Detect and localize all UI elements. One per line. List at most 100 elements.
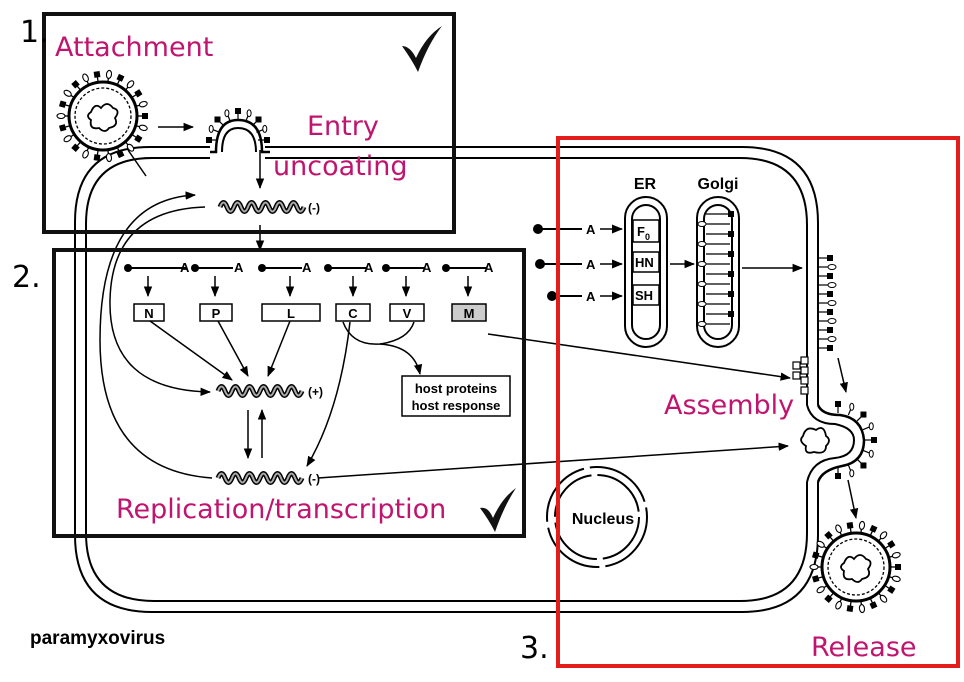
spike-head: [71, 80, 80, 89]
spike-head: [138, 124, 148, 132]
bud-spike-head: [860, 462, 867, 469]
entry-spike-head: [262, 124, 268, 133]
spike-head: [858, 520, 866, 530]
host-proteins-box: host proteins host response: [401, 375, 511, 417]
nucleus-label: Nucleus: [572, 511, 634, 528]
gene-box-l: [261, 303, 321, 322]
bud-spike-head: [835, 473, 841, 479]
golgi-label: Golgi: [698, 176, 739, 193]
membrane-spike-head: [827, 255, 833, 261]
step2-box: [52, 248, 526, 538]
membrane-spike-head: [827, 345, 833, 351]
entry-spike-head: [206, 137, 212, 143]
spike-head: [887, 540, 896, 549]
er-site-label: A: [586, 289, 596, 304]
entry-spike-head: [235, 108, 241, 114]
genome-site-dot: [442, 264, 450, 272]
gene-box-n: [133, 303, 165, 322]
spike-head: [93, 154, 101, 161]
spike-head: [824, 531, 833, 540]
nucleocapsid: [840, 554, 872, 583]
spike-head: [138, 100, 148, 108]
envelope: [820, 531, 892, 603]
golgi-spike-head: [728, 291, 734, 297]
spike-head: [811, 551, 820, 559]
spike-head: [869, 601, 878, 610]
spike-head: [71, 143, 80, 152]
caption: paramyxovirus: [30, 628, 165, 649]
checkmark-icon: [402, 26, 442, 72]
spike-head: [142, 113, 148, 119]
entry-spike-head: [224, 109, 230, 118]
spike-head: [58, 124, 67, 132]
assembly-label: Assembly: [664, 390, 794, 421]
membrane-spike-head: [827, 264, 837, 270]
step1-box: [42, 12, 456, 234]
gene-box-m: [451, 303, 487, 322]
er-protein-sh: SH: [635, 288, 653, 303]
er-label: ER: [634, 176, 657, 193]
genome-site-dot: [191, 264, 199, 272]
matrix-layer: [74, 87, 132, 145]
strand-neg-label: (-): [308, 201, 320, 215]
golgi-spike-head: [728, 271, 734, 277]
spike-head: [835, 600, 842, 610]
golgi-spike-head: [728, 231, 734, 237]
matrix-proteins: [792, 356, 809, 395]
strand-pos-label: (+): [308, 385, 323, 399]
spike-head: [82, 73, 89, 83]
spike-head: [824, 594, 833, 603]
nucleocapsid: [87, 103, 119, 132]
step2-title: Replication/transcription: [116, 494, 446, 525]
host-response-label: host response: [412, 398, 501, 413]
spike-head: [879, 531, 888, 540]
strand-neg-label: (-): [308, 472, 320, 486]
cell-membrane: [74, 146, 819, 613]
spike-head: [858, 604, 866, 614]
spike-head: [816, 586, 825, 594]
genome-site-label: A: [234, 260, 244, 275]
spike-head: [869, 524, 878, 533]
spike-head: [809, 563, 819, 571]
golgi-spike-head: [728, 311, 734, 317]
matrix-layer: [827, 538, 885, 596]
membrane-spike-head: [827, 300, 837, 306]
membrane-glycoproteins: [818, 255, 837, 351]
golgi-glycoproteins: [697, 211, 734, 327]
bud-spike-head: [868, 449, 874, 458]
membrane-spike-head: [827, 336, 837, 342]
rna-strands: [215, 200, 307, 485]
spike-head: [816, 540, 825, 548]
rna-strand-core: [217, 472, 303, 484]
gene-box-p: [199, 303, 233, 322]
virion-entry: [206, 108, 270, 154]
spike-head: [56, 112, 66, 120]
genome-site-dot: [124, 264, 132, 272]
step3-box: [556, 136, 960, 668]
spike-head: [63, 135, 72, 143]
genome-site-dot: [324, 264, 332, 272]
spike-head: [126, 80, 135, 89]
genome-site-dot: [382, 264, 390, 272]
spike-head: [93, 71, 101, 78]
er-protein-f0: F0: [637, 224, 650, 242]
er-input-arrows: [600, 224, 624, 301]
gene-label-n: N: [144, 306, 153, 321]
membrane-spike-head: [827, 318, 837, 324]
nucleus: [546, 466, 648, 568]
golgi-spike-head: [697, 301, 707, 307]
entry-spike-head: [264, 137, 270, 143]
bud-spike-head: [835, 401, 841, 407]
genome-site-label: A: [484, 260, 494, 275]
checkmark-icon: [480, 488, 516, 532]
spike-head: [846, 522, 854, 529]
spike-head: [134, 134, 143, 143]
uncoating-label: uncoating: [273, 151, 407, 182]
gene-box-c: [335, 303, 371, 322]
spike-head: [846, 605, 854, 612]
pathway-arrows: [99, 122, 859, 520]
virion-budding: [800, 401, 877, 483]
spike-head: [835, 524, 842, 534]
